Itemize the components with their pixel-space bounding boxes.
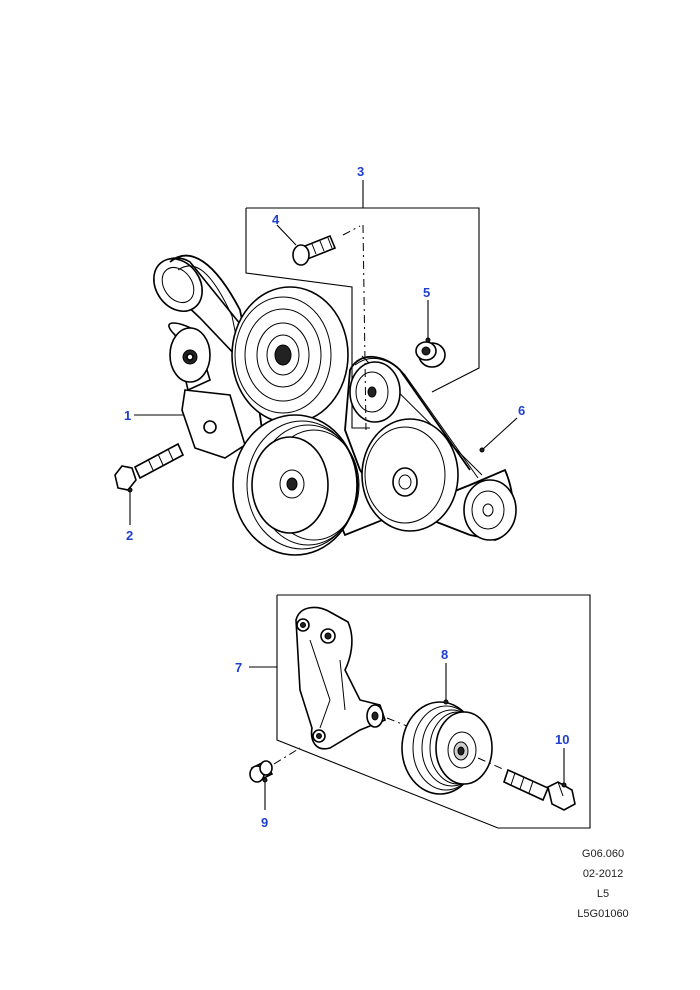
- mounting-bracket: [295, 606, 386, 750]
- reference-date: 02-2012: [582, 868, 624, 880]
- callout-4: 4: [272, 212, 280, 227]
- leader-lines-upper: [127, 224, 518, 525]
- idler-bracket-kit: [249, 594, 591, 829]
- bolt-4: [292, 234, 337, 266]
- callout-5: 5: [423, 285, 430, 300]
- spacer-9: [249, 760, 274, 783]
- tensioner-arm: [153, 257, 246, 459]
- upper-pulley: [231, 286, 349, 424]
- alternator-pulley: [361, 418, 459, 532]
- callout-2: 2: [126, 528, 133, 543]
- callout-7: 7: [235, 660, 242, 675]
- idler-pulley-8: [401, 701, 493, 795]
- crankshaft-pulley: [232, 414, 360, 556]
- reference-model: L5: [596, 888, 610, 900]
- callout-3: 3: [357, 164, 364, 179]
- callout-10: 10: [555, 732, 569, 747]
- leader-lines-lower: [262, 663, 567, 810]
- callout-6: 6: [518, 403, 525, 418]
- callout-8: 8: [441, 647, 448, 662]
- drive-belt-assembly: [114, 180, 517, 556]
- callout-9: 9: [261, 815, 268, 830]
- reference-illustration-id: L5G01060: [577, 908, 629, 920]
- washer-5: [415, 341, 446, 368]
- reference-code: G06.060: [581, 848, 625, 860]
- idler-pulley: [349, 361, 401, 423]
- bolt-10: [503, 768, 576, 811]
- callout-labels: 1 2 3 4 5 6 7 8 9 10: [124, 164, 569, 830]
- callout-1: 1: [124, 408, 131, 423]
- bolt-2: [114, 442, 185, 491]
- right-pulley: [463, 479, 517, 541]
